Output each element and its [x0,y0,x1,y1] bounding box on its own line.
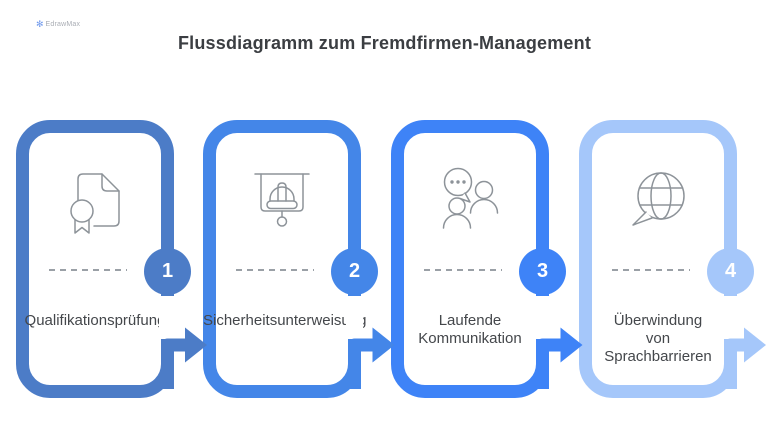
dashed-line [612,269,690,271]
dashed-line [236,269,314,271]
step-label: Qualifikationsprüfung [24,312,166,329]
step-label: Sicherheitsunterweisung [203,312,367,329]
safety-training-icon [244,162,320,238]
border-gap [534,296,551,339]
watermark-logo: ✻ EdrawMax [36,20,80,29]
border-gap [159,296,176,339]
flower-logo-icon: ✻ [36,19,44,29]
step-card-sprachbarrieren: Überwindung von Sprachbarrieren [579,120,737,398]
step-number-badge: 4 [707,248,754,295]
step-label: Laufende Kommunikation [418,312,522,347]
watermark-brand: EdrawMax [45,21,81,28]
border-gap [722,296,739,339]
step-number-badge: 1 [144,248,191,295]
step-number-badge: 3 [519,248,566,295]
globe-language-icon [620,162,696,238]
dashed-line [424,269,502,271]
step-number-badge: 2 [331,248,378,295]
conversation-icon [432,162,508,238]
border-gap [346,296,363,339]
dashed-line [49,269,127,271]
step-label: Überwindung von Sprachbarrieren [604,312,712,365]
page-title: Flussdiagramm zum Fremdfirmen-Management [177,33,592,53]
certificate-icon [57,162,133,238]
